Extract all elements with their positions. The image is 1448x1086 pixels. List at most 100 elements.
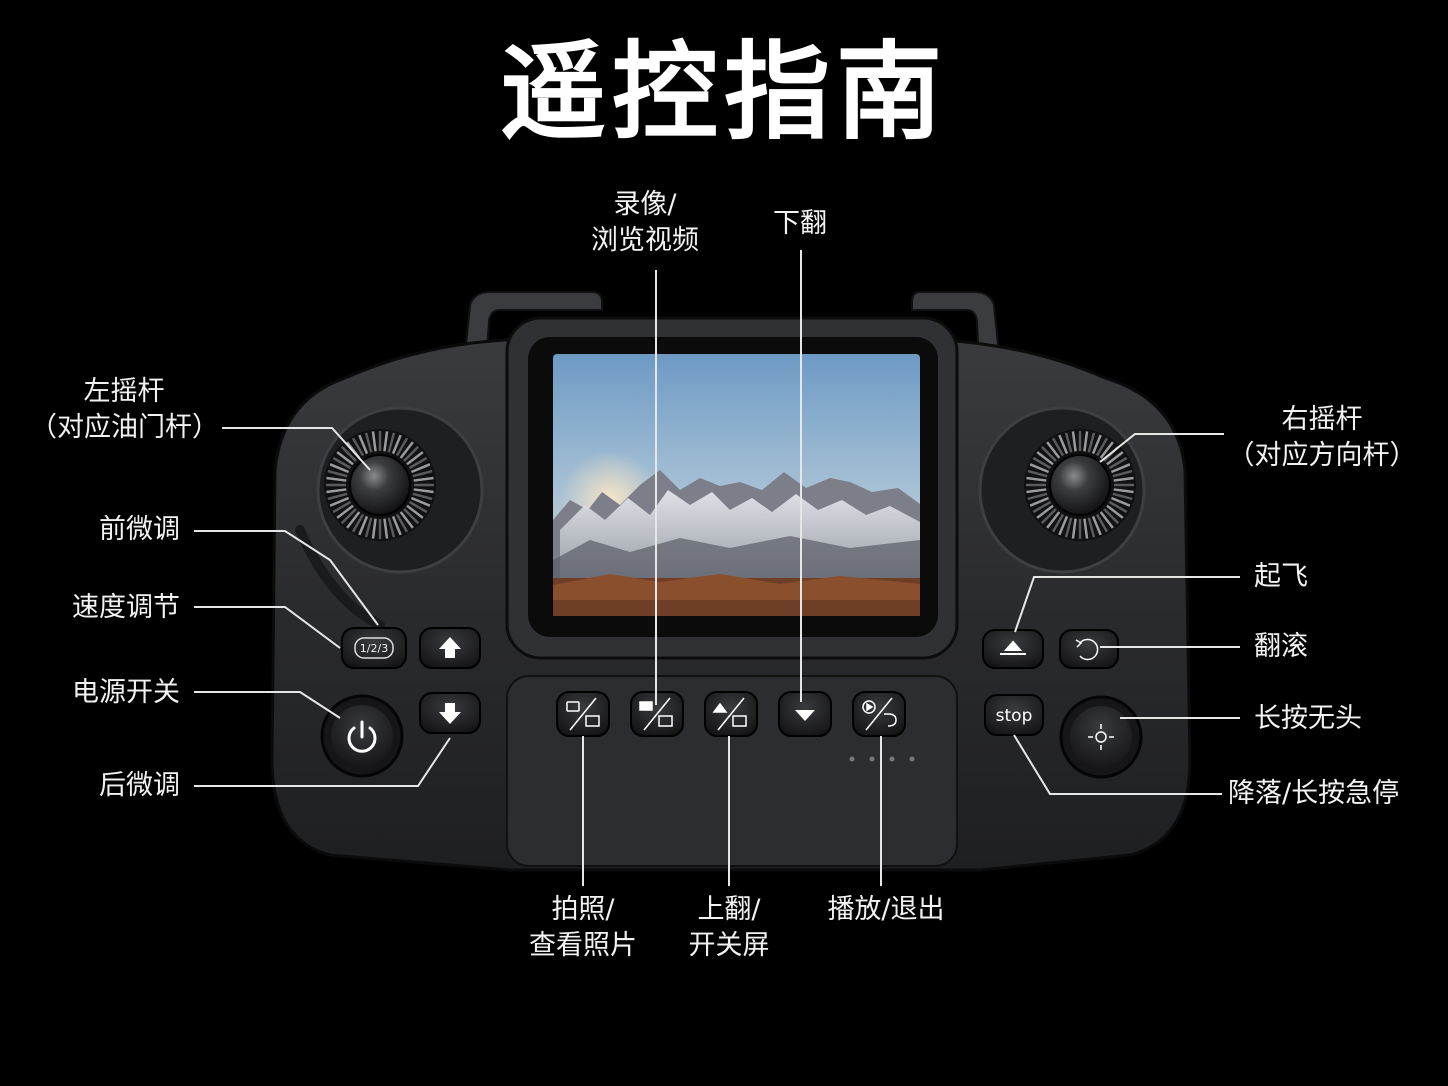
headless-button[interactable] bbox=[1059, 695, 1143, 779]
play-back-icon bbox=[862, 697, 897, 731]
gimbal-rib bbox=[1113, 488, 1134, 494]
label-left-stick: 左摇杆 （对应油门杆） bbox=[30, 374, 219, 446]
arrow-up-icon bbox=[439, 637, 461, 658]
label-right-stick: 右摇杆 （对应方向杆） bbox=[1222, 402, 1422, 474]
gimbal-rib bbox=[1071, 431, 1077, 452]
gimbal-rib bbox=[1091, 434, 1102, 455]
power-icon bbox=[347, 720, 377, 753]
gimbal-rib bbox=[1051, 513, 1065, 533]
gimbal-rib bbox=[408, 500, 428, 514]
gimbal-rib bbox=[412, 469, 433, 478]
gimbal-rib bbox=[1064, 432, 1073, 453]
gimbal-rib bbox=[406, 451, 424, 466]
video-record-icon bbox=[639, 697, 673, 731]
arrow-down-icon bbox=[439, 703, 461, 724]
gimbal-rib bbox=[332, 500, 352, 514]
gimbal-rib bbox=[1095, 437, 1109, 457]
gimbal-rib bbox=[1106, 504, 1124, 519]
gimbal-rib bbox=[413, 488, 434, 494]
page-down-button[interactable] bbox=[778, 691, 832, 737]
gimbal-rib bbox=[410, 463, 431, 474]
gimbal-rib bbox=[403, 445, 420, 462]
headless-icon bbox=[1088, 724, 1114, 750]
gimbal-rib bbox=[399, 441, 414, 459]
down-arrow-button[interactable] bbox=[419, 692, 481, 734]
photo-button[interactable] bbox=[556, 691, 610, 737]
gimbal-rib bbox=[395, 513, 409, 533]
takeoff-icon bbox=[1000, 640, 1026, 655]
left-joystick[interactable] bbox=[316, 406, 484, 574]
gimbal-rib bbox=[406, 504, 424, 519]
gimbal-rib bbox=[1046, 511, 1061, 529]
gimbal-rib bbox=[1036, 451, 1054, 466]
label-record: 录像/ 浏览视频 bbox=[570, 187, 720, 259]
gimbal-rib bbox=[399, 511, 414, 529]
speed-button[interactable]: 1/2/3 bbox=[341, 627, 407, 669]
flip-button[interactable] bbox=[1059, 629, 1119, 669]
gimbal-rib bbox=[364, 432, 373, 453]
label-left-stick-line1: 左摇杆 bbox=[83, 376, 165, 407]
stop-button-label: stop bbox=[996, 706, 1033, 726]
gimbal-rib bbox=[332, 456, 352, 470]
gimbal-rib bbox=[1113, 476, 1134, 482]
gimbal-rib bbox=[340, 508, 357, 525]
label-speed-adjust: 速度调节 bbox=[72, 592, 180, 623]
label-right-stick-line1: 右摇杆 bbox=[1281, 404, 1363, 435]
gimbal-rib bbox=[1027, 469, 1048, 478]
label-page-up: 上翻/ 开关屏 bbox=[664, 892, 794, 964]
gimbal-rib bbox=[1027, 492, 1048, 501]
gimbal-rib bbox=[1095, 513, 1109, 533]
up-arrow-button[interactable] bbox=[419, 627, 481, 669]
gimbal-rib bbox=[327, 492, 348, 501]
gimbal-rib bbox=[1083, 431, 1089, 452]
gimbal-rib bbox=[1032, 500, 1052, 514]
gimbal-rib bbox=[387, 432, 396, 453]
gimbal-rib bbox=[351, 437, 365, 457]
gimbal-rib bbox=[1040, 445, 1057, 462]
gimbal-rib bbox=[1112, 492, 1133, 501]
play-exit-button[interactable] bbox=[852, 691, 906, 737]
gimbal-rib bbox=[336, 451, 354, 466]
takeoff-button[interactable] bbox=[982, 629, 1044, 669]
gimbal-rib bbox=[1071, 518, 1077, 539]
gimbal-rib bbox=[383, 518, 389, 539]
gimbal-rib bbox=[1026, 476, 1047, 482]
gimbal-rib bbox=[371, 518, 377, 539]
label-right-stick-line2: （对应方向杆） bbox=[1227, 440, 1417, 471]
button-panel bbox=[506, 675, 958, 867]
page-title: 遥控指南 bbox=[500, 31, 948, 154]
label-power-switch: 电源开关 bbox=[72, 677, 180, 708]
gimbal-rib bbox=[391, 515, 402, 536]
label-headless: 长按无头 bbox=[1254, 703, 1362, 734]
gimbal-rib bbox=[336, 504, 354, 519]
gimbal-rib bbox=[364, 517, 373, 538]
callout-lines bbox=[194, 250, 1240, 886]
gimbal-rib bbox=[1083, 518, 1089, 539]
gimbal-rib bbox=[1106, 451, 1124, 466]
gimbal-rib bbox=[358, 434, 369, 455]
gimbal-rib bbox=[1108, 456, 1128, 470]
gimbal-rib bbox=[412, 492, 433, 501]
indicator-dots bbox=[849, 756, 915, 762]
gimbal-rib bbox=[1058, 434, 1069, 455]
page-up-button[interactable] bbox=[704, 691, 758, 737]
gimbal-rib bbox=[1087, 517, 1096, 538]
gimbal-rib bbox=[1099, 441, 1114, 459]
label-page-down: 下翻 bbox=[773, 208, 827, 239]
gimbal-rib bbox=[413, 476, 434, 482]
flip-icon bbox=[1075, 638, 1099, 661]
gimbal-rib bbox=[346, 511, 361, 529]
label-photo: 拍照/ 查看照片 bbox=[510, 892, 656, 964]
right-joystick[interactable] bbox=[978, 406, 1146, 574]
stop-button[interactable]: stop bbox=[984, 694, 1044, 736]
label-photo-line1: 拍照/ bbox=[551, 894, 615, 925]
gimbal-rib bbox=[403, 508, 420, 525]
label-page-up-line1: 上翻/ bbox=[697, 894, 761, 925]
label-takeoff: 起飞 bbox=[1254, 561, 1308, 592]
power-button[interactable] bbox=[320, 694, 404, 778]
up-screen-icon bbox=[712, 697, 747, 731]
gimbal-rib bbox=[358, 515, 369, 536]
gimbal-rib bbox=[1064, 517, 1073, 538]
label-play-exit: 播放/退出 bbox=[827, 894, 945, 925]
gimbal-rib bbox=[327, 469, 348, 478]
